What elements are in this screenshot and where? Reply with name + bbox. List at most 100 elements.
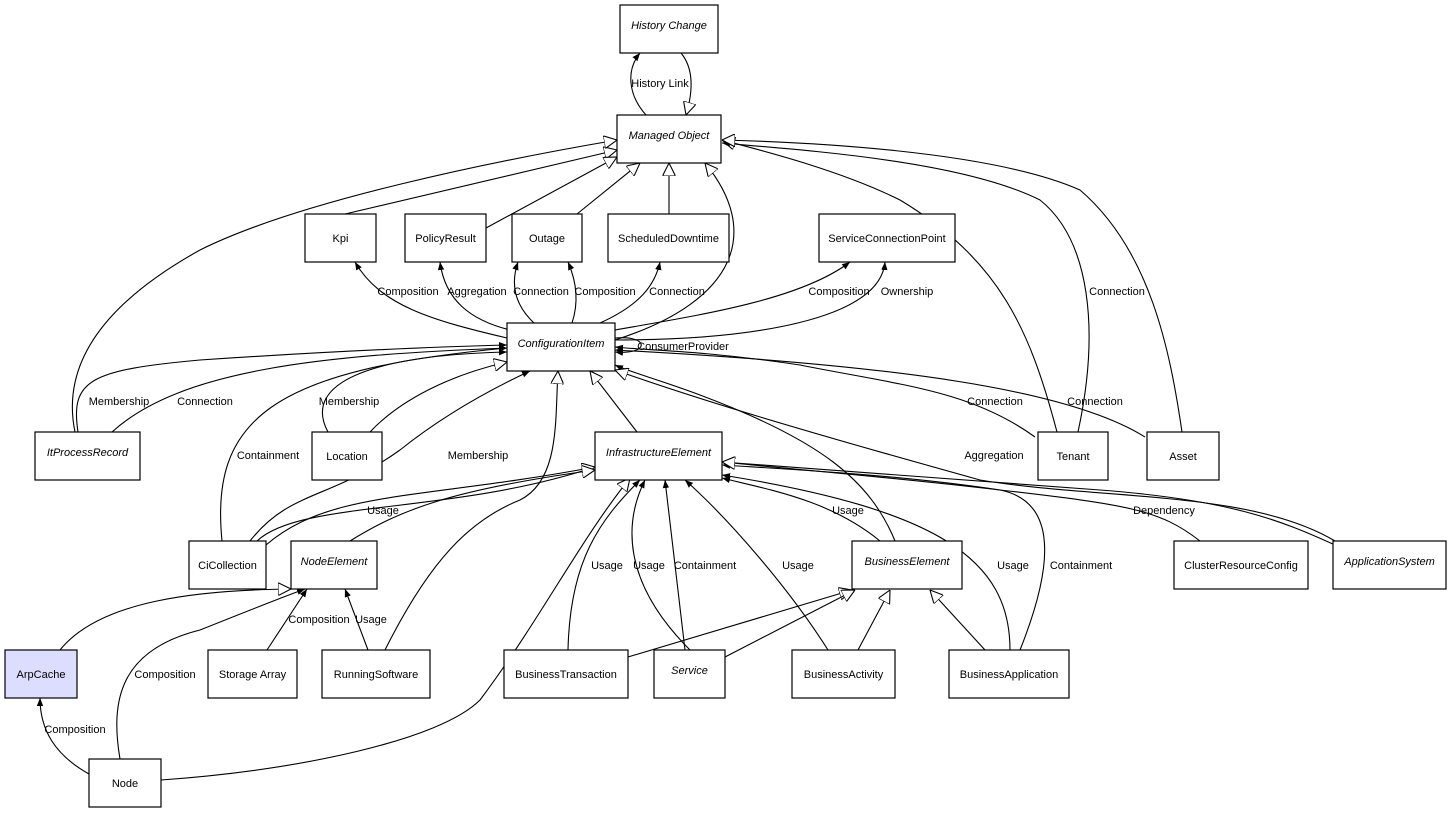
node-box xyxy=(503,649,629,699)
association-arrow xyxy=(437,261,511,331)
node-box xyxy=(321,649,431,699)
class-node-location[interactable]: Location xyxy=(311,431,383,481)
class-node-configurationitem[interactable]: ConfigurationItem xyxy=(506,322,616,372)
class-node-node[interactable]: Node xyxy=(88,758,162,808)
edge-node-to-infrastructureelement xyxy=(160,478,630,781)
node-box xyxy=(791,649,896,699)
node-label: ConfigurationItem xyxy=(518,338,605,350)
class-node-businesstransaction[interactable]: BusinessTransaction xyxy=(503,649,629,699)
class-node-businessapplication[interactable]: BusinessApplication xyxy=(948,649,1070,699)
inheritance-arrow xyxy=(930,590,986,651)
association-arrow xyxy=(567,479,641,651)
class-node-policyresult[interactable]: PolicyResult xyxy=(404,213,487,263)
edge-clusterresourceconfig-to-infrastructureelement xyxy=(721,459,1201,542)
node-box xyxy=(1332,540,1447,590)
class-node-businesselement[interactable]: BusinessElement xyxy=(851,540,963,590)
association-arrow xyxy=(630,52,647,116)
association-arrow xyxy=(75,342,508,433)
class-node-runningsoftware[interactable]: RunningSoftware xyxy=(321,649,431,699)
edge-tenant-to-managedobject xyxy=(722,140,1058,433)
edge-label: Usage xyxy=(367,505,399,517)
edge-itprocessrecord-to-configurationitem xyxy=(111,345,508,433)
node-label: PolicyResult xyxy=(415,233,476,245)
association-arrow xyxy=(684,479,829,651)
node-box xyxy=(404,213,487,263)
class-node-cicollection[interactable]: CiCollection xyxy=(188,540,267,590)
node-box xyxy=(304,213,377,263)
node-box xyxy=(506,322,616,372)
class-node-asset[interactable]: Asset xyxy=(1146,431,1220,481)
inheritance-arrow xyxy=(369,362,507,433)
class-node-clusterresourceconfig[interactable]: ClusterResourceConfig xyxy=(1173,540,1309,590)
node-label: ApplicationSystem xyxy=(1343,556,1435,568)
class-node-service[interactable]: Service xyxy=(653,649,726,699)
node-label: Outage xyxy=(529,233,565,245)
edge-location-to-configurationitem xyxy=(321,348,508,433)
class-node-nodeelement[interactable]: NodeElement xyxy=(290,540,378,590)
class-node-kpi[interactable]: Kpi xyxy=(304,213,377,263)
edge-label: Connection xyxy=(513,286,569,298)
edge-node-to-nodeelement xyxy=(116,588,306,760)
node-label: Managed Object xyxy=(629,130,711,142)
node-box xyxy=(851,540,963,590)
association-arrow xyxy=(344,588,369,651)
inheritance-arrow xyxy=(615,370,1336,542)
association-arrow xyxy=(567,261,577,324)
edge-service-to-infrastructureelement xyxy=(631,479,691,651)
class-node-serviceconnectionpoint[interactable]: ServiceConnectionPoint xyxy=(818,213,956,263)
class-node-itprocessrecord[interactable]: ItProcessRecord xyxy=(34,431,141,481)
edge-businesselement-to-configurationitem xyxy=(614,364,896,542)
class-node-outage[interactable]: Outage xyxy=(511,213,583,263)
class-node-arpcache[interactable]: ArpCache xyxy=(4,649,78,699)
node-box xyxy=(607,213,730,263)
inheritance-arrow xyxy=(627,590,852,658)
edge-label: Usage xyxy=(782,560,814,572)
edge-policyresult-to-managedobject xyxy=(485,157,617,229)
edge-label: Membership xyxy=(319,396,380,408)
edge-configurationitem-to-serviceconnectionpoint xyxy=(614,261,888,341)
association-arrow xyxy=(721,459,1201,542)
class-node-tenant[interactable]: Tenant xyxy=(1037,431,1109,481)
edge-label: Containment xyxy=(237,450,299,462)
node-label: BusinessApplication xyxy=(960,669,1058,681)
inheritance-arrow xyxy=(344,150,617,215)
edge-service-to-infrastructureelement xyxy=(662,479,686,651)
edge-label: Usage xyxy=(591,560,623,572)
association-arrow xyxy=(614,364,896,542)
class-node-businessactivity[interactable]: BusinessActivity xyxy=(791,649,896,699)
node-label: ArpCache xyxy=(17,669,66,681)
inheritance-arrow xyxy=(485,157,617,229)
node-label: BusinessElement xyxy=(865,556,951,568)
node-box xyxy=(653,649,726,699)
class-node-historychange[interactable]: History Change xyxy=(619,4,719,54)
node-label: ItProcessRecord xyxy=(47,447,129,459)
edge-infrastructureelement-to-configurationitem xyxy=(590,371,638,433)
class-node-storagearray[interactable]: Storage Array xyxy=(207,649,298,699)
node-label: CiCollection xyxy=(198,560,257,572)
edge-configurationitem-to-outage xyxy=(512,261,535,324)
node-label: Location xyxy=(326,451,368,463)
node-label: Kpi xyxy=(333,233,349,245)
inheritance-arrow xyxy=(349,470,595,542)
association-arrow xyxy=(354,261,508,339)
edge-label: Usage xyxy=(997,560,1029,572)
edge-label: Composition xyxy=(377,286,438,298)
inheritance-arrow xyxy=(384,371,558,651)
node-box xyxy=(948,649,1070,699)
node-box xyxy=(207,649,298,699)
association-arrow xyxy=(321,348,508,433)
association-arrow xyxy=(721,140,1090,433)
class-node-scheduleddowntime[interactable]: ScheduledDowntime xyxy=(607,213,730,263)
class-node-infrastructureelement[interactable]: InfrastructureElement xyxy=(594,431,723,481)
edge-configurationitem-to-outage xyxy=(567,261,577,324)
class-node-applicationsystem[interactable]: ApplicationSystem xyxy=(1332,540,1447,590)
association-arrow xyxy=(116,588,306,760)
node-label: Service xyxy=(671,665,708,677)
node-box xyxy=(188,540,267,590)
node-label: Node xyxy=(112,778,138,790)
edge-cicollection-to-infrastructureelement xyxy=(265,467,595,546)
association-arrow xyxy=(256,466,596,542)
edge-businessactivity-to-infrastructureelement xyxy=(684,479,829,651)
edge-label: Connection xyxy=(967,396,1023,408)
class-node-managedobject[interactable]: Managed Object xyxy=(616,114,722,164)
